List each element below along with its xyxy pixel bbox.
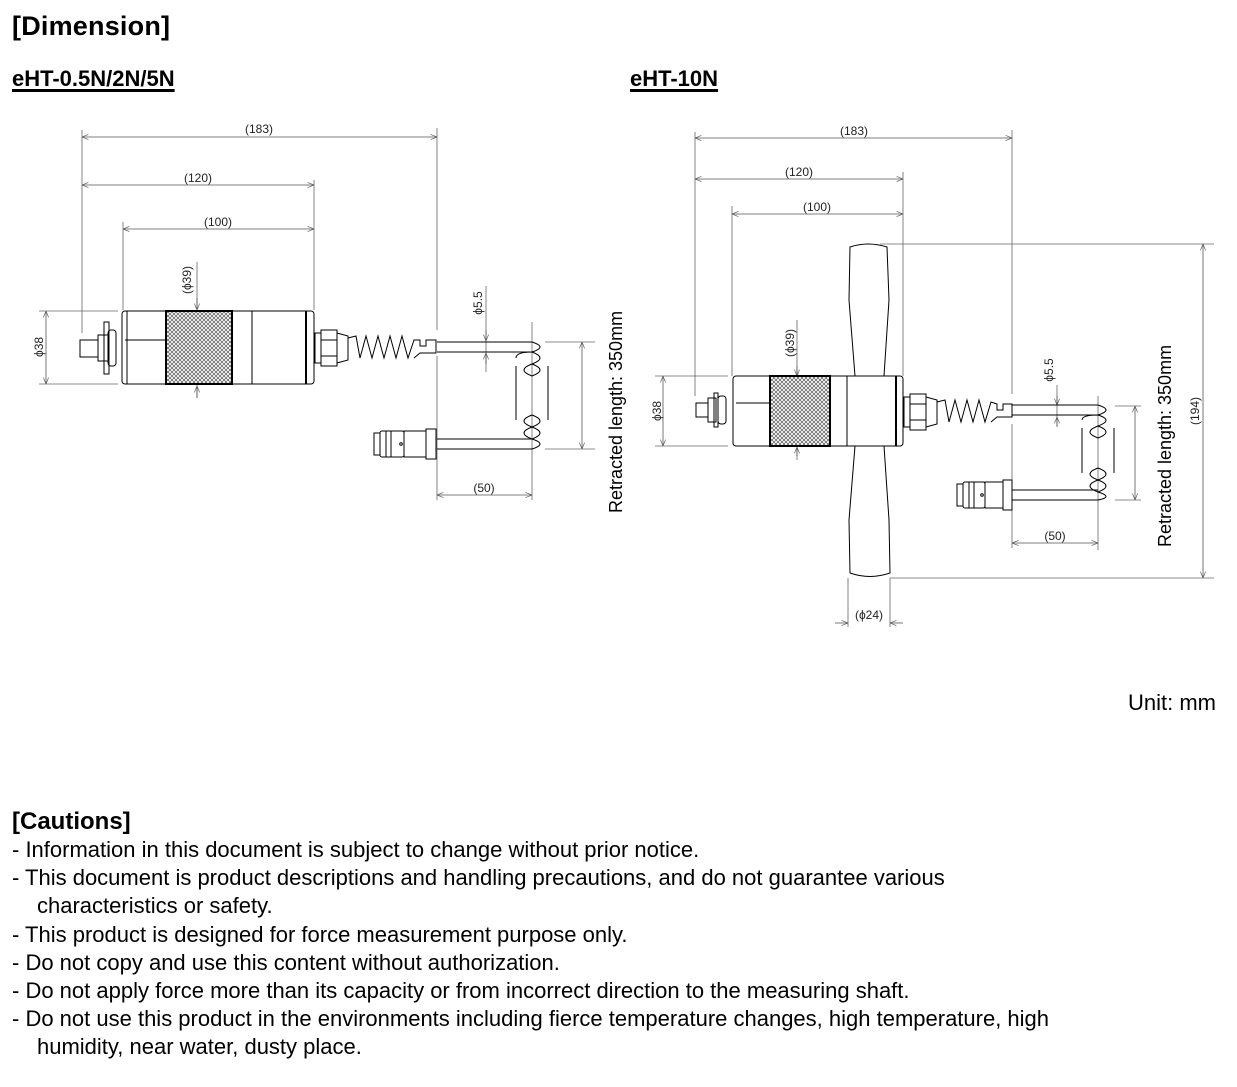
caution-item: - Do not copy and use this content witho… xyxy=(12,949,560,975)
dim-label-knurl: (ϕ39) xyxy=(783,329,797,357)
dim-label-cable-offset: (50) xyxy=(1044,529,1065,543)
caution-item: - Do not use this product in the environ… xyxy=(12,1006,1050,1060)
drawing-eht-small xyxy=(39,128,595,500)
dim-label-overall: (183) xyxy=(840,124,868,138)
caution-item: - This document is product descriptions … xyxy=(12,865,945,919)
extension-lines xyxy=(39,128,595,500)
dim-label-handle-diameter: (ϕ24) xyxy=(855,608,883,622)
dim-label-body-tip: (120) xyxy=(184,171,212,185)
retracted-length-label: Retracted length: 350mm xyxy=(606,311,626,513)
dim-label-body-tip: (120) xyxy=(785,165,813,179)
caution-item: - Information in this document is subjec… xyxy=(12,837,700,862)
dim-label-knurl: (ϕ39) xyxy=(180,266,194,294)
extension-lines xyxy=(655,130,1214,627)
dim-label-body: (100) xyxy=(803,200,831,214)
gauge-body xyxy=(121,310,315,385)
dim-label-body: (100) xyxy=(204,215,232,229)
dim-label-overall: (183) xyxy=(245,122,273,136)
dim-label-cable-diameter: ϕ5.5 xyxy=(1042,358,1056,382)
dim-label-handle-span: (194) xyxy=(1188,397,1202,425)
coiled-cable xyxy=(1012,404,1115,501)
drawing-eht-10n xyxy=(655,130,1214,627)
model-label-ehT-small: eHT-0.5N/2N/5N xyxy=(12,66,175,91)
t-handle xyxy=(848,243,891,577)
retracted-length-label: Retracted length: 350mm xyxy=(1155,345,1175,547)
dim-label-cable-diameter: ϕ5.5 xyxy=(471,291,485,315)
cable-plug xyxy=(373,428,437,460)
dim-labels-drawing-2: (183) (120) (100) (ϕ39) ϕ38 ϕ5.5 (50) (1… xyxy=(650,124,1202,622)
caution-item: - This product is designed for force mea… xyxy=(12,921,628,947)
cable-connector xyxy=(314,329,437,367)
cautions-section: [Cautions] - Information in this documen… xyxy=(12,808,1226,1062)
cautions-title: [Cautions] xyxy=(12,808,131,835)
unit-label: Unit: mm xyxy=(1128,690,1216,715)
caution-item: - Do not apply force more than its capac… xyxy=(12,978,910,1004)
cable-plug xyxy=(956,479,1013,511)
gauge-body xyxy=(732,375,904,447)
dim-label-body-diameter: ϕ38 xyxy=(650,401,664,421)
section-title-dimension: [Dimension] xyxy=(12,11,171,41)
model-label-eht-10n: eHT-10N xyxy=(630,66,719,91)
coiled-cable xyxy=(437,341,549,450)
measuring-tip xyxy=(695,392,727,428)
dim-label-cable-offset: (50) xyxy=(473,481,494,495)
dim-label-body-diameter: ϕ38 xyxy=(32,337,46,357)
cable-connector xyxy=(903,393,1013,431)
dim-labels-drawing-1: (183) (120) (100) (ϕ39) ϕ38 ϕ5.5 (50) Re… xyxy=(32,122,626,513)
measuring-tip xyxy=(79,321,117,375)
